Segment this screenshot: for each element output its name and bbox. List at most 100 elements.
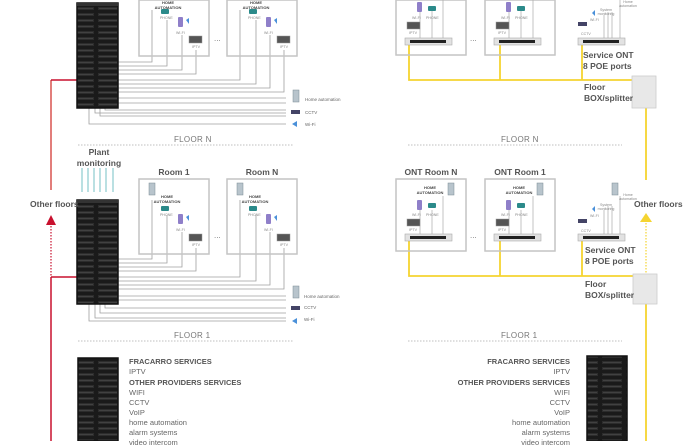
system-monitoring-label: System monitoring	[597, 203, 615, 211]
service-item: WIFI	[554, 388, 570, 397]
service-item: CCTV	[549, 398, 570, 407]
home-automation-label-ont: Home automation	[619, 193, 637, 201]
home-automation-label-room-1: HOME AUTOMATION	[153, 194, 181, 204]
ont-phone-label-room-n: PHONE	[426, 213, 439, 217]
cctv-label-service-top: CCTV	[581, 32, 591, 36]
legend-cctv: CCTV	[304, 305, 317, 310]
ont-switches	[404, 37, 626, 242]
plant-monitoring-lines	[81, 168, 114, 192]
device-icons-right	[406, 2, 619, 227]
service-item: CCTV	[129, 398, 150, 407]
service-item: VoIP	[554, 408, 570, 417]
ont-phone-label-top-2: PHONE	[515, 16, 528, 20]
floor-box-line1: Floor	[585, 279, 607, 289]
home-automation-label-room-n: HOME AUTOMATION	[241, 194, 269, 204]
iptv-label-room-n: IPTV	[280, 243, 288, 247]
home-automation-label-ont-room-n: HOME AUTOMATION	[416, 185, 444, 195]
wifi-label-room-1: WI-FI	[176, 228, 185, 232]
ont-wifi-label-room-1: WI-FI	[501, 213, 510, 217]
floor-1-label-right: FLOOR 1	[501, 331, 538, 340]
fracarro-services-title: FRACARRO SERVICES	[487, 357, 570, 366]
wires-mid-left	[88, 200, 286, 322]
ont-wifi-label-service-top: WI-FI	[590, 18, 599, 22]
other-floors-label-right: Other floors	[634, 199, 683, 209]
home-automation-label-ont-room-1: HOME AUTOMATION	[505, 185, 533, 195]
service-ont-ports: 8 POE ports	[585, 256, 634, 266]
ont-room-box-top-2	[484, 0, 556, 56]
phone-label-room-1: PHONE	[160, 213, 173, 217]
room-n-title: Room N	[245, 167, 279, 177]
ont-iptv-label-room-n: IPTV	[409, 228, 417, 232]
service-item: VoIP	[129, 408, 145, 417]
ont-phone-label-room-1: PHONE	[515, 213, 528, 217]
rack-bottom-right	[586, 355, 628, 441]
service-item: home automation	[129, 418, 187, 427]
device-icons-left	[148, 9, 300, 324]
room-box-top-2	[226, 0, 298, 57]
ont-iptv-label-top-1: IPTV	[409, 31, 417, 35]
ellipsis-mid-left: ...	[214, 231, 221, 240]
ellipsis-mid-right: ...	[470, 231, 477, 240]
phone-label-top-1: PHONE	[160, 16, 173, 20]
wifi-label-room-n: WI-FI	[264, 228, 273, 232]
arrow-up-right	[640, 213, 652, 222]
arrow-up-left	[46, 215, 56, 225]
room-box-n	[226, 178, 298, 255]
other-providers-title: OTHER PROVIDERS SERVICES	[129, 378, 242, 387]
services-list-left: FRACARRO SERVICES IPTV OTHER PROVIDERS S…	[129, 356, 241, 448]
legend-wifi: Wi-Fi	[304, 317, 315, 322]
floor-box-label-top: Floor BOX/splitter	[584, 82, 633, 104]
rack-bottom-left	[77, 357, 119, 441]
fracarro-services-title: FRACARRO SERVICES	[129, 357, 212, 366]
service-item: alarm systems	[521, 428, 570, 437]
legend-wifi-top: Wi-Fi	[305, 122, 316, 127]
service-ont-label-top: Service ONT 8 POE ports	[583, 50, 634, 72]
system-monitoring-label-top: System monitoring	[597, 8, 615, 16]
floor-box-label: Floor BOX/splitter	[585, 279, 634, 301]
service-ont-title: Service ONT	[583, 50, 634, 60]
ont-room-1-title: ONT Room 1	[494, 167, 546, 177]
service-item: video intercom	[521, 438, 570, 447]
floor-box-line1: Floor	[584, 82, 606, 92]
ont-room-box-top-1	[395, 0, 467, 56]
rack-mid-left	[76, 199, 119, 305]
ellipsis-top-left: ...	[214, 34, 221, 43]
home-automation-label-top-1: HOME AUTOMATION	[154, 0, 182, 10]
fiber-lines	[408, 44, 650, 441]
legend-home-automation-top: Home automation	[305, 97, 341, 102]
iptv-label-top-1: IPTV	[192, 45, 200, 49]
service-item: WIFI	[129, 388, 145, 397]
room-1-title: Room 1	[158, 167, 190, 177]
service-item: IPTV	[129, 367, 146, 376]
ont-wifi-label-service: WI-FI	[590, 214, 599, 218]
cctv-label-service: CCTV	[581, 229, 591, 233]
home-automation-label-ont-top: Home automation	[619, 0, 637, 8]
service-item: home automation	[512, 418, 570, 427]
service-item: IPTV	[553, 367, 570, 376]
ont-device-wires	[419, 0, 621, 234]
floor-box-splitter-top[interactable]	[631, 75, 657, 109]
phone-label-room-n: PHONE	[248, 213, 261, 217]
other-floors-label-left: Other floors	[30, 199, 79, 209]
room-box-1	[138, 178, 210, 255]
floor-box-splitter-mid[interactable]	[632, 273, 658, 305]
ont-room-box-n	[395, 178, 467, 252]
iptv-label-top-2: IPTV	[280, 45, 288, 49]
legend-home-automation: Home automation	[304, 294, 340, 299]
floor-box-line2: BOX/splitter	[585, 290, 635, 300]
ont-room-box-1	[484, 178, 556, 252]
floor-1-label-left: FLOOR 1	[174, 331, 211, 340]
iptv-label-room-1: IPTV	[192, 243, 200, 247]
legend-cctv-top: CCTV	[305, 110, 318, 115]
phone-label-top-2: PHONE	[248, 16, 261, 20]
home-automation-label-top-2: HOME AUTOMATION	[242, 0, 270, 10]
plant-monitoring-label: Plant monitoring	[76, 147, 122, 168]
floor-box-line2: BOX/splitter	[584, 93, 634, 103]
ont-room-n-title: ONT Room N	[404, 167, 458, 177]
floor-n-label-left: FLOOR N	[174, 135, 212, 144]
floor-n-label-right: FLOOR N	[501, 135, 539, 144]
wifi-label-top-2: WI-FI	[264, 31, 273, 35]
ont-phone-label-top-1: PHONE	[426, 16, 439, 20]
